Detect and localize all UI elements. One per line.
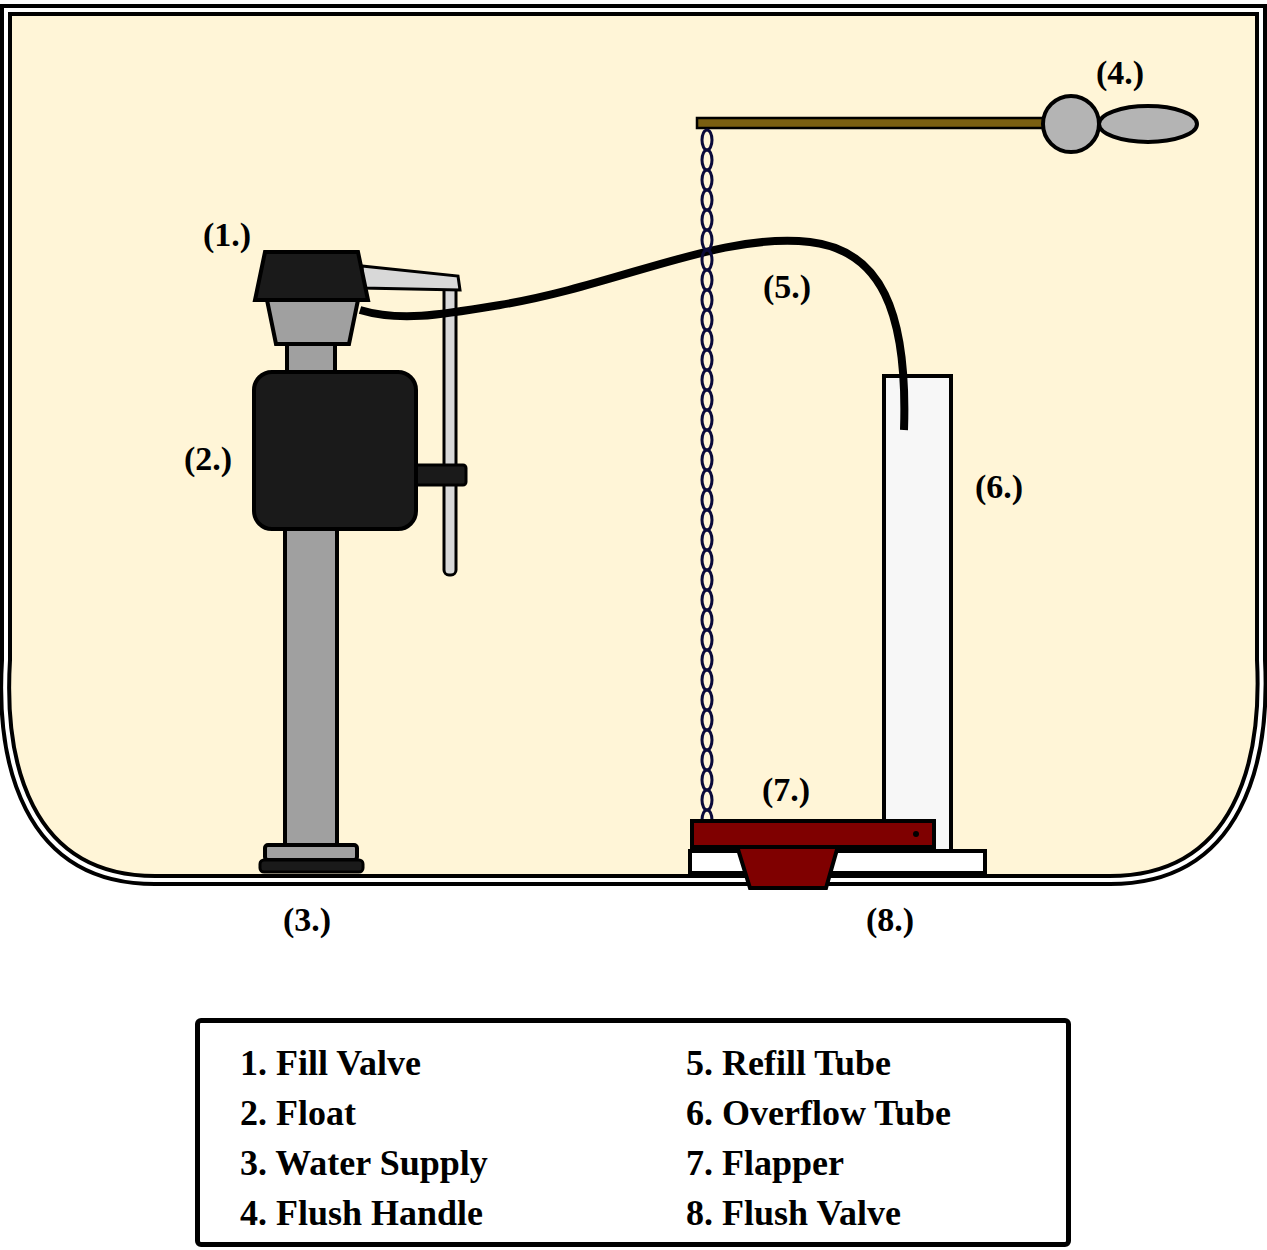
float-clip <box>415 465 466 485</box>
chain-link <box>702 610 712 630</box>
chain-link <box>702 210 712 230</box>
chain-link <box>702 410 712 430</box>
chain-link <box>702 170 712 190</box>
chain-link <box>702 390 712 410</box>
chain-link <box>702 350 712 370</box>
chain-link <box>702 670 712 690</box>
chain-link <box>702 730 712 750</box>
legend-entry: 4. Flush Handle <box>240 1195 483 1231</box>
chain-link <box>702 550 712 570</box>
chain-link <box>702 590 712 610</box>
chain-link <box>702 430 712 450</box>
chain-link <box>702 250 712 270</box>
chain-link <box>702 290 712 310</box>
callout-number: (7.) <box>762 773 810 807</box>
valve-base <box>265 845 357 860</box>
chain-link <box>702 650 712 670</box>
legend-entry: 2. Float <box>240 1095 356 1131</box>
legend-entry: 5. Refill Tube <box>686 1045 891 1081</box>
callout-number: (3.) <box>283 903 331 937</box>
chain-link <box>702 330 712 350</box>
handle-lever <box>1099 106 1197 142</box>
lift-chain <box>702 130 712 830</box>
chain-link <box>702 630 712 650</box>
legend-entry: 8. Flush Valve <box>686 1195 901 1231</box>
refill-tube <box>360 241 904 430</box>
chain-link <box>702 750 712 770</box>
callout-number: (1.) <box>203 218 251 252</box>
supply-nut <box>260 860 363 872</box>
chain-link <box>702 270 712 290</box>
valve-body <box>267 300 358 344</box>
chain-link <box>702 570 712 590</box>
chain-link <box>702 690 712 710</box>
callout-number: (2.) <box>184 442 232 476</box>
chain-link <box>702 130 712 150</box>
chain-link <box>702 470 712 490</box>
float-rod <box>444 282 456 575</box>
chain-link <box>702 190 712 210</box>
chain-link <box>702 230 712 250</box>
float <box>254 372 416 529</box>
handle-rod <box>697 118 1057 128</box>
callout-number: (4.) <box>1096 56 1144 90</box>
callout-number: (6.) <box>975 470 1023 504</box>
overflow-tube <box>884 376 951 852</box>
callout-number: (5.) <box>763 270 811 304</box>
tank-wall-inner <box>5 10 1261 880</box>
legend-entry: 3. Water Supply <box>240 1145 488 1181</box>
valve-column <box>285 525 337 847</box>
chain-link <box>702 310 712 330</box>
legend-entry: 1. Fill Valve <box>240 1045 421 1081</box>
legend-entry: 7. Flapper <box>686 1145 844 1181</box>
legend-box: 1. Fill Valve 2. Float 3. Water Supply 4. F… <box>195 1018 1071 1247</box>
fill-valve-cap <box>255 252 368 300</box>
chain-link <box>702 770 712 790</box>
chain-link <box>702 530 712 550</box>
valve-arm <box>362 266 460 290</box>
chain-link <box>702 370 712 390</box>
chain-link <box>702 790 712 810</box>
callout-number: (8.) <box>866 903 914 937</box>
chain-link <box>702 510 712 530</box>
chain-link <box>702 490 712 510</box>
flapper-plug <box>737 846 838 888</box>
chain-link <box>702 710 712 730</box>
flapper-pin <box>913 831 919 837</box>
flapper <box>692 821 934 847</box>
handle-hub <box>1043 96 1099 152</box>
tank-wall <box>5 10 1261 880</box>
legend-entry: 6. Overflow Tube <box>686 1095 951 1131</box>
chain-link <box>702 450 712 470</box>
chain-link <box>702 150 712 170</box>
